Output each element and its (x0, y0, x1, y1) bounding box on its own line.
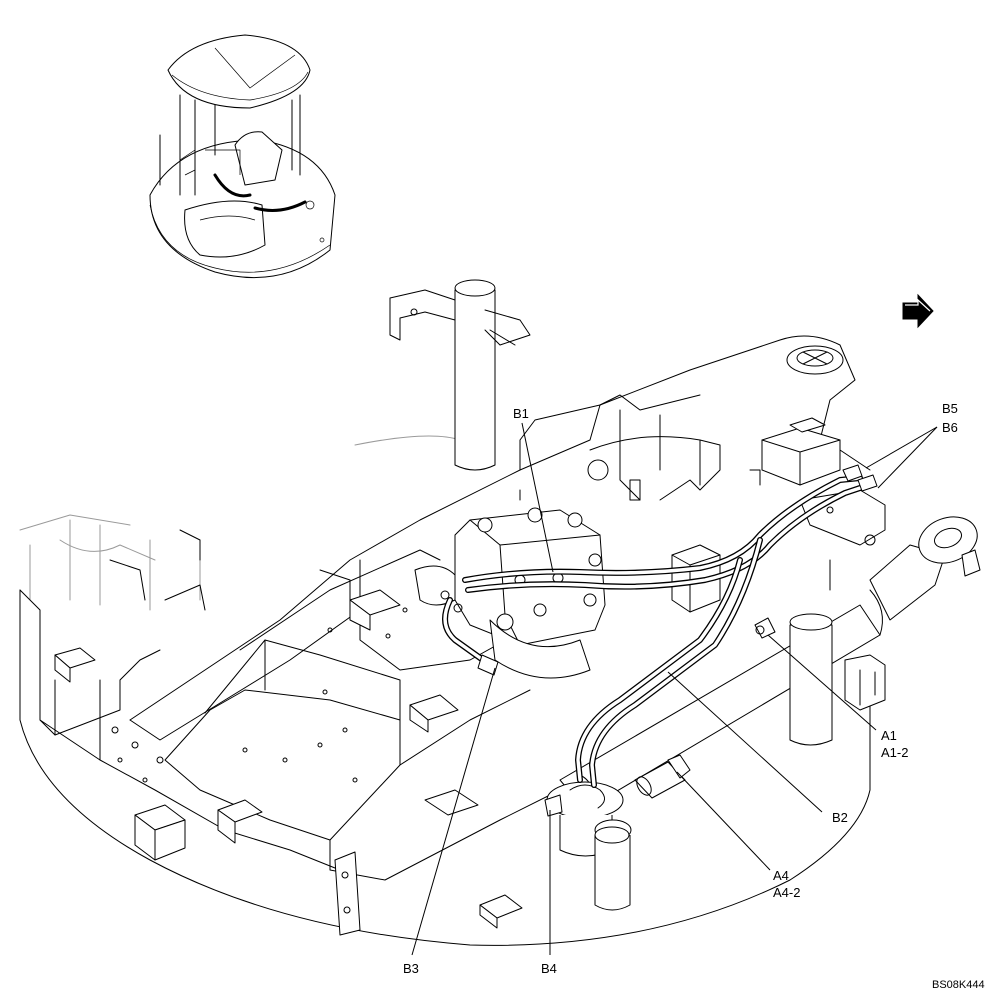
leader-lines (411, 422, 938, 956)
callout-a4-2: A4-2 (773, 885, 800, 900)
callout-b4: B4 (541, 961, 557, 976)
figure-code: BS08K444 (932, 979, 985, 991)
callout-b5: B5 (942, 401, 958, 416)
upper-frame (19, 335, 871, 946)
callout-b1: B1 (513, 406, 529, 421)
callout-a1-2: A1-2 (881, 745, 908, 760)
machine-overview-inset (149, 34, 336, 279)
callout-b2: B2 (832, 810, 848, 825)
callout-b6: B6 (942, 420, 958, 435)
boom-cylinder (559, 516, 981, 811)
swing-post (389, 279, 531, 471)
swivel-joint (544, 613, 833, 911)
callout-b3: B3 (403, 961, 419, 976)
callout-labels: B1 B2 B3 B4 B5 B6 A1 A1-2 A4 A4-2 BS08K4… (403, 401, 985, 991)
callout-a1: A1 (881, 728, 897, 743)
direction-arrow-icon (902, 293, 934, 329)
swing-motor (414, 507, 606, 679)
hydraulic-hoses (442, 464, 878, 799)
callout-a4: A4 (773, 868, 789, 883)
